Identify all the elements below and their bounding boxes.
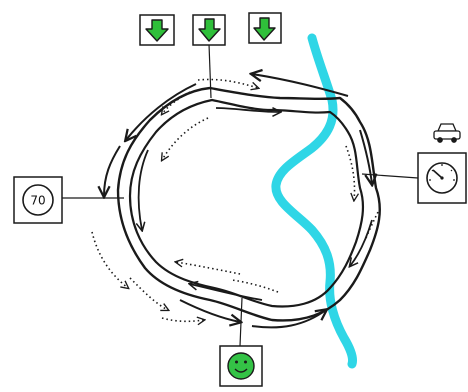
down-arrow-icon	[145, 19, 169, 42]
top-sign-3	[248, 12, 282, 44]
dotted-arrow-inner-top-left	[162, 117, 209, 160]
river	[271, 33, 357, 369]
outer-arrow-left	[104, 145, 121, 196]
inner-arrow-top	[215, 108, 280, 112]
dotted-arrow-bottom	[161, 318, 204, 321]
outer-arrow-top-left	[126, 83, 197, 140]
down-arrow-icon	[198, 18, 221, 42]
dotted-arrow-top	[197, 78, 258, 88]
outer-arrow-top	[252, 74, 349, 97]
smiley-face-icon	[227, 352, 255, 380]
dotted-arrow-bottom-left	[91, 231, 128, 288]
dotted-arrow-right	[345, 145, 355, 200]
outer-arrow-bottom	[179, 299, 240, 322]
dotted-arrows	[91, 78, 381, 321]
speed-limit-value: 70	[30, 194, 45, 208]
connector-top	[208, 43, 212, 99]
speedometer-sign	[417, 123, 467, 204]
outer-arrow-right	[359, 129, 372, 184]
dotted-arrow-inner-bottom	[176, 262, 241, 275]
speed-limit-sign: 70	[13, 176, 63, 224]
ring-road-inner	[128, 98, 365, 308]
connector-right	[361, 173, 419, 179]
inner-arrow-left	[139, 149, 149, 230]
outer-arrow-bottom-right	[251, 310, 326, 329]
sign-connectors	[62, 43, 419, 347]
speedometer-icon	[426, 162, 458, 194]
ring-road-outer	[116, 86, 381, 322]
connector-bottom	[239, 297, 243, 347]
smiley-sign	[219, 345, 263, 387]
inner-arrow-bottom	[190, 284, 263, 301]
down-arrow-icon	[253, 17, 276, 41]
dotted-arrow-inner-bottom-2	[231, 279, 279, 293]
top-sign-1	[139, 14, 175, 46]
speed-limit-icon	[22, 184, 54, 216]
inner-arrow-right-bottom	[350, 219, 373, 266]
dotted-arrow-bottom-left-2	[129, 277, 168, 310]
car-icon	[433, 123, 461, 143]
top-sign-2	[192, 14, 226, 46]
dotted-arrow-right-lower	[365, 207, 381, 239]
